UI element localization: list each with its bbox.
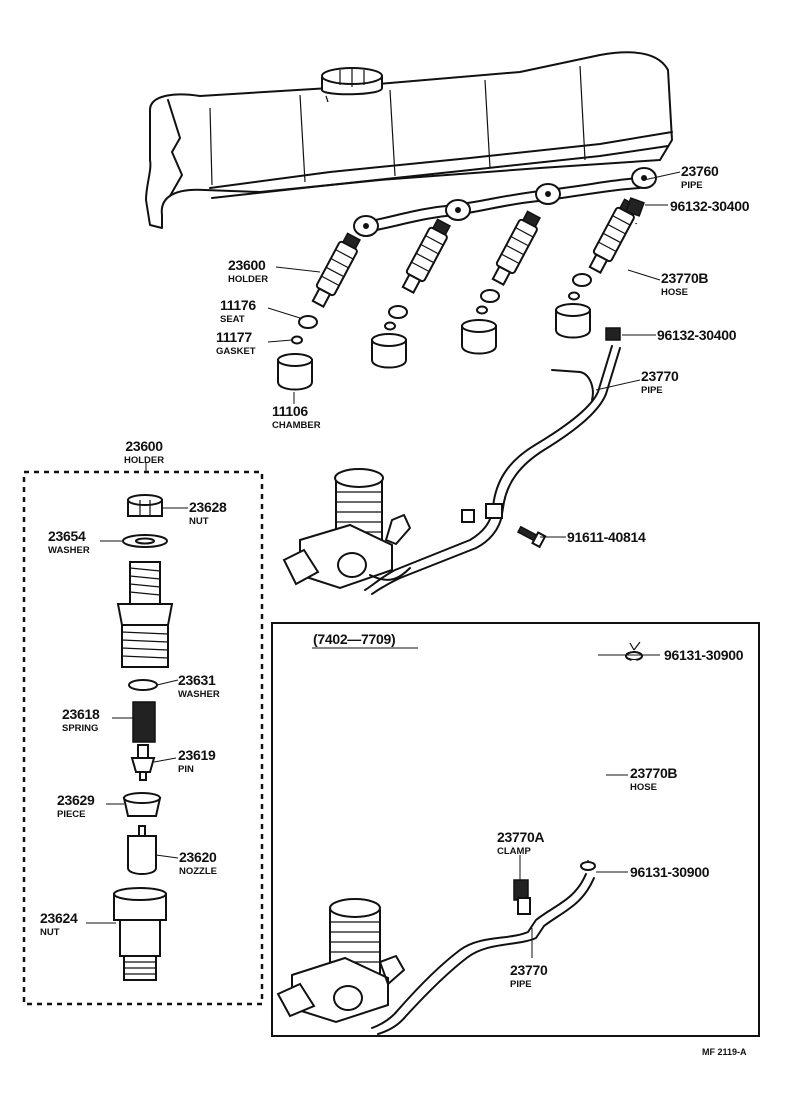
part-name: PIN — [178, 764, 194, 775]
holder-detail-box — [22, 470, 264, 1006]
part-number: 11176 — [220, 297, 256, 313]
part-name: SPRING — [62, 723, 99, 734]
label-clip-96131-a: 96131-30900 — [664, 647, 744, 664]
leakoff-pipe-illustration — [353, 167, 657, 237]
part-number: 23770 — [641, 368, 679, 384]
head-cover-illustration — [145, 51, 673, 229]
diagram-reference: MF 2119-A — [702, 1047, 747, 1057]
leader-lines — [86, 171, 681, 924]
part-number: 11106 — [272, 403, 308, 419]
label-piece-23629: 23629 PIECE — [57, 792, 95, 820]
holder-detail-title: 23600 HOLDER — [124, 439, 164, 466]
part-name: PIPE — [641, 385, 663, 396]
part-number: 23628 — [189, 499, 227, 515]
date-range-text: (7402—7709) — [313, 631, 396, 647]
part-name: GASKET — [216, 346, 256, 357]
part-number: 23618 — [62, 706, 100, 722]
label-union-96132-b: 96132-30400 — [657, 327, 737, 344]
label-nut-23624: 23624 NUT — [40, 910, 78, 938]
part-number: 23600 — [228, 257, 266, 273]
part-name: WASHER — [178, 689, 220, 700]
part-number: 96132-30400 — [657, 327, 737, 343]
part-name: WASHER — [48, 545, 90, 556]
hose-pipe-illustration — [364, 197, 645, 595]
part-number: 23624 — [40, 910, 78, 926]
part-number: 23770B — [630, 765, 678, 781]
label-nozzle-23620: 23620 NOZZLE — [179, 850, 217, 877]
part-name: PIPE — [510, 979, 532, 990]
label-pipe-23770: 23770 PIPE — [641, 368, 679, 396]
part-number: 23760 — [681, 163, 719, 179]
label-seat-11176: 11176 SEAT — [220, 298, 256, 325]
part-name: HOLDER — [124, 455, 165, 466]
part-number: 11177 — [216, 329, 252, 345]
part-number: 91611-40814 — [567, 529, 646, 545]
part-number: 96131-30900 — [664, 647, 744, 663]
part-number: 23654 — [48, 528, 86, 544]
part-name: NUT — [40, 927, 60, 938]
label-pipe-23770-inset: 23770 PIPE — [510, 962, 548, 990]
label-pin-23619: 23619 PIN — [178, 747, 216, 775]
label-hose-23770b: 23770B HOSE — [661, 270, 709, 298]
part-name: CHAMBER — [272, 420, 321, 431]
inset-box — [271, 622, 760, 1037]
injector-holders-illustration — [277, 198, 638, 391]
label-nut-23628: 23628 NUT — [189, 499, 227, 527]
label-gasket-11177: 11177 GASKET — [216, 330, 256, 357]
inset-date-range: (7402—7709) — [313, 631, 396, 648]
part-number: 96132-30400 — [670, 198, 750, 214]
part-name: HOSE — [630, 782, 657, 793]
injection-pump-illustration — [282, 468, 411, 590]
label-chamber-11106: 11106 CHAMBER — [272, 404, 321, 431]
part-name: NOZZLE — [179, 866, 217, 877]
label-washer-23631: 23631 WASHER — [178, 673, 220, 700]
label-pipe-23760: 23760 PIPE — [681, 163, 719, 191]
part-name: PIPE — [681, 180, 703, 191]
label-holder-23600: 23600 HOLDER — [228, 258, 268, 285]
label-spring-23618: 23618 SPRING — [62, 706, 100, 734]
part-number: 23770 — [510, 962, 548, 978]
holder-detail-illustration — [113, 494, 174, 981]
label-washer-23654: 23654 WASHER — [48, 529, 90, 556]
part-name: PIECE — [57, 809, 86, 820]
part-number: 23629 — [57, 792, 95, 808]
part-name: NUT — [189, 516, 209, 527]
inset-illustration — [276, 641, 660, 1035]
label-clip-96131-b: 96131-30900 — [630, 864, 710, 881]
part-name: SEAT — [220, 314, 245, 325]
label-bolt-91611: 91611-40814 — [567, 529, 646, 546]
part-number: 23770A — [497, 829, 545, 845]
part-number: 23631 — [178, 672, 216, 688]
part-number: 23619 — [178, 747, 216, 763]
part-name: HOSE — [661, 287, 688, 298]
part-name: HOLDER — [228, 274, 269, 285]
part-number: 23600 — [125, 438, 163, 454]
part-name: CLAMP — [497, 846, 531, 857]
part-number: 23620 — [179, 849, 217, 865]
label-hose-23770b-inset: 23770B HOSE — [630, 765, 678, 793]
label-clamp-23770a: 23770A CLAMP — [497, 829, 545, 857]
part-number: 96131-30900 — [630, 864, 710, 880]
label-union-96132-a: 96132-30400 — [670, 198, 750, 215]
part-number: 23770B — [661, 270, 709, 286]
